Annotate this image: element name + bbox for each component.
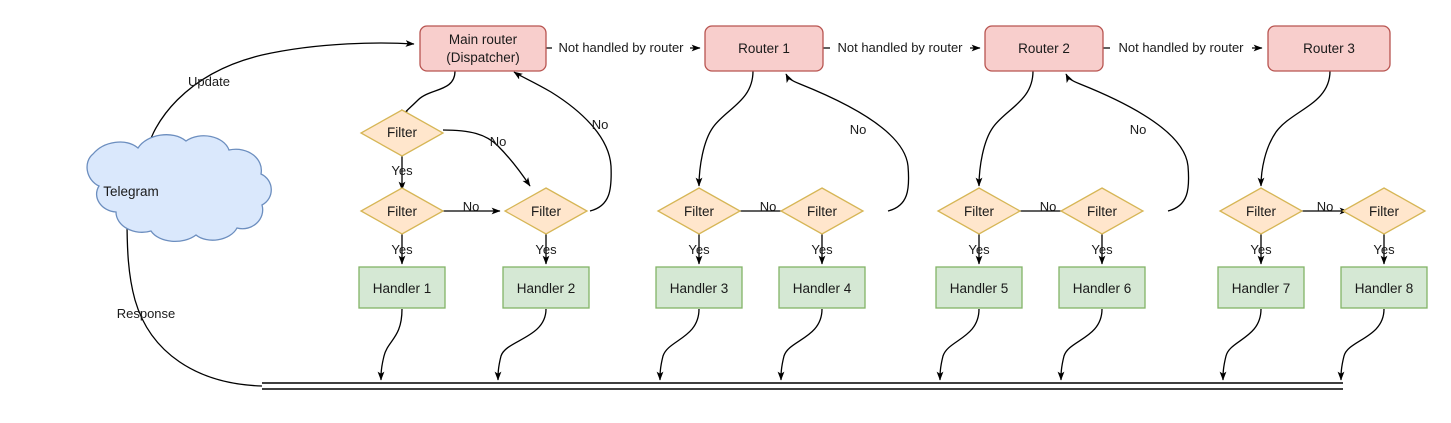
label-yes-handler7: Yes bbox=[1250, 242, 1272, 257]
node-filter-2[interactable]: Filter bbox=[503, 187, 589, 235]
edge-handler3-to-collector bbox=[656, 308, 700, 381]
node-router-3[interactable]: Router 3 bbox=[1267, 25, 1391, 72]
handler-8-label: Handler 8 bbox=[1355, 281, 1414, 296]
edge-handler5-to-collector bbox=[936, 308, 980, 381]
label-no-router2-mid: No bbox=[1040, 199, 1057, 214]
edge-labels-layer: Update Response Not handled by router No… bbox=[117, 40, 1395, 321]
node-filter-5[interactable]: Filter bbox=[936, 187, 1022, 235]
edge-filter2-no-to-main bbox=[513, 71, 612, 212]
label-fallthrough-3: Not handled by router bbox=[1118, 40, 1244, 55]
node-handler-1[interactable]: Handler 1 bbox=[358, 266, 446, 309]
filter-1-label: Filter bbox=[387, 204, 418, 219]
label-no-router3-mid: No bbox=[1317, 199, 1334, 214]
label-yes-handler5: Yes bbox=[968, 242, 990, 257]
router-1-label: Router 1 bbox=[738, 41, 790, 56]
handler-6-label: Handler 6 bbox=[1073, 281, 1132, 296]
handler-2-label: Handler 2 bbox=[517, 281, 576, 296]
label-yes-handler4: Yes bbox=[811, 242, 833, 257]
node-filter-0[interactable]: Filter bbox=[359, 109, 445, 157]
label-no-main-return: No bbox=[592, 117, 609, 132]
label-no-router1-return: No bbox=[850, 122, 867, 137]
router-3-label: Router 3 bbox=[1303, 41, 1355, 56]
filter-4-label: Filter bbox=[807, 204, 838, 219]
node-filter-8[interactable]: Filter bbox=[1341, 187, 1427, 235]
label-yes-handler1: Yes bbox=[391, 242, 413, 257]
collector-bus bbox=[262, 382, 1343, 390]
edge-handler7-to-collector bbox=[1219, 308, 1262, 381]
edge-update bbox=[142, 40, 415, 169]
node-telegram[interactable]: Telegram bbox=[86, 134, 272, 242]
edge-router2-to-filter5 bbox=[975, 70, 1034, 187]
label-no-main-top: No bbox=[490, 134, 507, 149]
edge-router1-to-filter3 bbox=[695, 70, 754, 187]
edge-router3-to-filter7 bbox=[1257, 70, 1331, 187]
handler-3-label: Handler 3 bbox=[670, 281, 729, 296]
node-router-1[interactable]: Router 1 bbox=[704, 25, 824, 72]
edge-handler1-to-collector bbox=[377, 308, 403, 381]
label-no-router1-mid: No bbox=[760, 199, 777, 214]
edge-filter6-no-to-router2 bbox=[1065, 73, 1190, 212]
router-main-label-line1: Main router bbox=[449, 32, 518, 47]
handler-4-label: Handler 4 bbox=[793, 281, 852, 296]
node-filter-7[interactable]: Filter bbox=[1218, 187, 1304, 235]
label-yes-handler8: Yes bbox=[1373, 242, 1395, 257]
cloud-shape bbox=[86, 134, 272, 242]
router-2-label: Router 2 bbox=[1018, 41, 1070, 56]
label-fallthrough-1: Not handled by router bbox=[558, 40, 684, 55]
edge-response bbox=[123, 217, 263, 387]
filter-2-label: Filter bbox=[531, 204, 562, 219]
node-filter-1[interactable]: Filter bbox=[359, 187, 445, 235]
node-handler-5[interactable]: Handler 5 bbox=[935, 266, 1023, 309]
node-router-2[interactable]: Router 2 bbox=[984, 25, 1104, 72]
filter-6-label: Filter bbox=[1087, 204, 1118, 219]
filter-8-label: Filter bbox=[1369, 204, 1400, 219]
filter-5-label: Filter bbox=[964, 204, 995, 219]
node-handler-8[interactable]: Handler 8 bbox=[1340, 266, 1428, 309]
handler-7-label: Handler 7 bbox=[1232, 281, 1291, 296]
edge-filter0-no-to-filter2 bbox=[442, 129, 531, 187]
edges-layer bbox=[123, 40, 1388, 387]
node-handler-3[interactable]: Handler 3 bbox=[655, 266, 743, 309]
filter-0-label: Filter bbox=[387, 125, 418, 140]
edge-main-to-filter0 bbox=[401, 70, 456, 119]
label-update: Update bbox=[188, 74, 230, 89]
edge-handler6-to-collector bbox=[1057, 308, 1103, 381]
edge-filter4-no-to-router1 bbox=[785, 73, 910, 212]
label-no-main-mid: No bbox=[463, 199, 480, 214]
edge-handler2-to-collector bbox=[494, 308, 547, 381]
node-filter-4[interactable]: Filter bbox=[779, 187, 865, 235]
telegram-label: Telegram bbox=[103, 184, 159, 199]
node-router-main[interactable]: Main router (Dispatcher) bbox=[419, 25, 547, 72]
router-main-label-line2: (Dispatcher) bbox=[446, 50, 520, 65]
node-handler-7[interactable]: Handler 7 bbox=[1217, 266, 1305, 309]
filter-3-label: Filter bbox=[684, 204, 715, 219]
node-handler-4[interactable]: Handler 4 bbox=[778, 266, 866, 309]
node-handler-6[interactable]: Handler 6 bbox=[1058, 266, 1146, 309]
label-no-router2-return: No bbox=[1130, 122, 1147, 137]
handler-5-label: Handler 5 bbox=[950, 281, 1009, 296]
node-handler-2[interactable]: Handler 2 bbox=[502, 266, 590, 309]
edge-handler4-to-collector bbox=[777, 308, 823, 381]
label-yes-handler2: Yes bbox=[535, 242, 557, 257]
label-yes-handler6: Yes bbox=[1091, 242, 1113, 257]
label-fallthrough-2: Not handled by router bbox=[837, 40, 963, 55]
handler-1-label: Handler 1 bbox=[373, 281, 432, 296]
label-yes-handler3: Yes bbox=[688, 242, 710, 257]
filter-7-label: Filter bbox=[1246, 204, 1277, 219]
label-yes-filter0: Yes bbox=[391, 163, 413, 178]
node-filter-3[interactable]: Filter bbox=[656, 187, 742, 235]
node-filter-6[interactable]: Filter bbox=[1059, 187, 1145, 235]
edge-handler8-to-collector bbox=[1337, 308, 1385, 381]
label-response: Response bbox=[117, 306, 176, 321]
